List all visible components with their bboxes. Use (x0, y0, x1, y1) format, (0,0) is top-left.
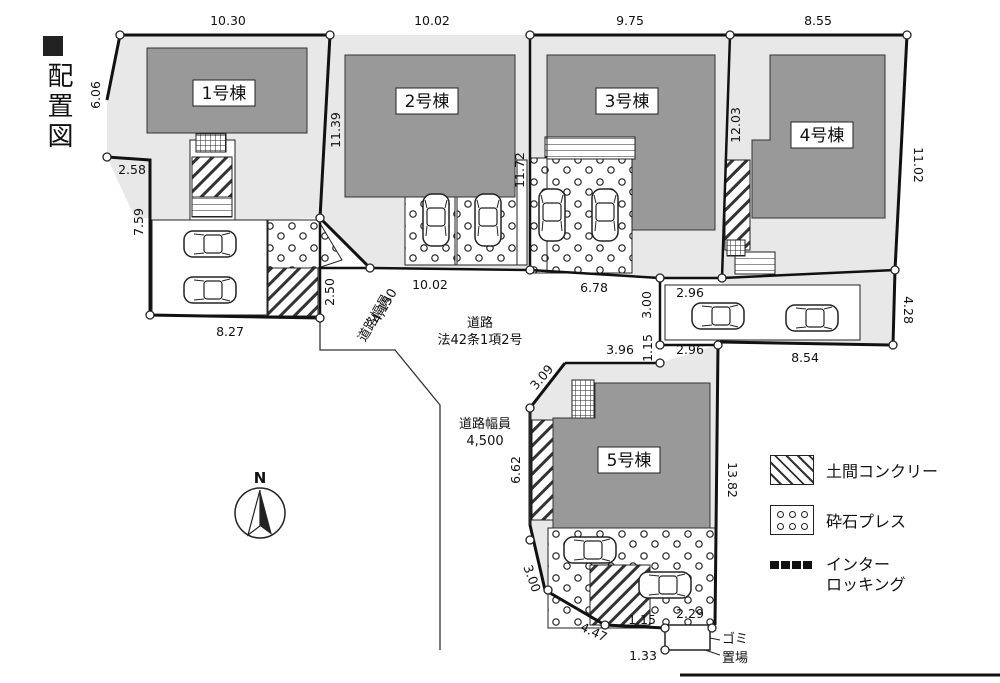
building-4-label: 4号棟 (800, 126, 845, 146)
legend-interlocking-label-1: インター (826, 555, 891, 574)
dim-3-00-mid: 3.00 (639, 291, 654, 319)
dim-1-15-mid: 1.15 (640, 334, 655, 362)
north-arrow-icon: N (234, 469, 286, 539)
lot-5 (528, 344, 720, 651)
dim-2-96-a: 2.96 (676, 285, 704, 300)
lot-3 (529, 33, 730, 278)
dim-7-59: 7.59 (131, 208, 146, 236)
gravel-swatch-icon (770, 505, 814, 535)
road-line-2: 法42条1項2号 (437, 332, 522, 348)
building-5-label: 5号棟 (607, 451, 652, 471)
building-1-label: 1号棟 (202, 84, 247, 104)
dim-2-29: 2.29 (676, 606, 704, 621)
lot-2 (318, 34, 530, 270)
dim-13-82: 13.82 (725, 462, 740, 498)
lot-4 (664, 33, 909, 347)
hatch-swatch-icon (770, 455, 814, 485)
north-label: N (254, 469, 267, 487)
legend-dirt-label: 土間コンクリー (826, 462, 939, 481)
gomi-label-1: ゴミ (722, 631, 748, 647)
dim-11-02: 11.02 (911, 147, 926, 183)
road-width-label-2: 道路幅員 (459, 416, 511, 432)
dim-1-33: 1.33 (629, 648, 657, 663)
interlocking-line-icon (770, 561, 814, 569)
dim-10-02-mid: 10.02 (412, 277, 448, 292)
lot-1 (105, 33, 343, 320)
dim-6-78: 6.78 (580, 280, 608, 295)
dim-10-30: 10.30 (210, 13, 246, 28)
legend-item-gravel: 砕石プレス (770, 505, 985, 535)
dim-2-58: 2.58 (118, 162, 146, 177)
dim-11-39: 11.39 (328, 112, 343, 148)
dim-6-06: 6.06 (88, 81, 103, 109)
gomi-area (664, 624, 711, 651)
building-3-label: 3号棟 (605, 92, 650, 112)
gravel-lot-1 (267, 219, 343, 269)
building-2 (344, 54, 516, 198)
road-width-value-2: 4,500 (466, 434, 503, 449)
legend-interlocking-label-2: ロッキング (826, 575, 906, 594)
building-2-label: 2号棟 (405, 92, 450, 112)
legend: 土間コンクリー 砕石プレス インター ロッキング (770, 455, 985, 615)
dim-6-62: 6.62 (508, 456, 523, 484)
legend-gravel-label: 砕石プレス (826, 512, 907, 531)
page-title: 配置図 (43, 62, 73, 152)
title-square-icon (43, 36, 63, 56)
dim-10-02-top: 10.02 (414, 13, 450, 28)
dimension-labels: 10.30 10.02 9.75 8.55 6.06 2.58 7.59 11.… (88, 13, 926, 663)
dim-2-50: 2.50 (322, 278, 337, 306)
dim-3-96: 3.96 (606, 342, 634, 357)
dim-8-54: 8.54 (791, 350, 819, 365)
dim-11-72: 11.72 (512, 152, 527, 188)
building-labels: 1号棟 2号棟 3号棟 4号棟 5号棟 (192, 79, 854, 474)
dim-12-03: 12.03 (728, 107, 743, 143)
dim-8-27: 8.27 (216, 324, 244, 339)
dim-8-55: 8.55 (804, 13, 832, 28)
gomi-label-2: 置場 (722, 651, 748, 666)
title-block: 配置図 (40, 36, 73, 152)
survey-points (102, 30, 912, 655)
legend-item-interlocking: インター ロッキング (770, 555, 985, 595)
dim-1-15-low: 1.15 (628, 612, 656, 627)
dim-9-75: 9.75 (616, 13, 644, 28)
road-line-1: 道路 (467, 315, 493, 331)
road (319, 318, 531, 650)
legend-item-dirt: 土間コンクリー (770, 455, 985, 485)
dim-2-96-b: 2.96 (676, 342, 704, 357)
dim-4-28: 4.28 (901, 296, 916, 324)
